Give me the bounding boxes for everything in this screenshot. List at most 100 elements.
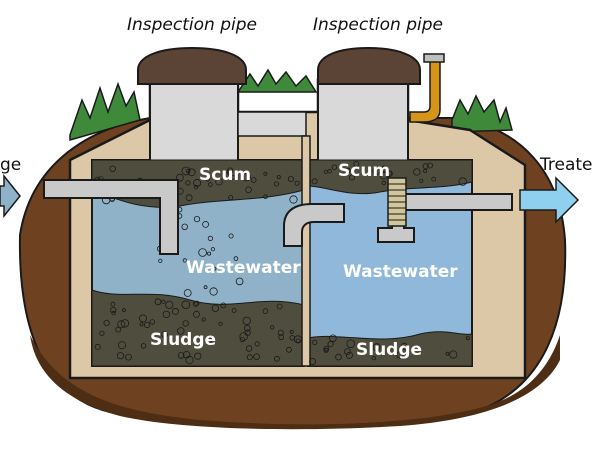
bubble xyxy=(276,303,283,310)
bubble xyxy=(294,180,300,186)
bubble xyxy=(175,173,184,182)
inlet-arrow-icon xyxy=(0,173,21,219)
bubble xyxy=(198,248,207,257)
bubble xyxy=(244,324,251,332)
bubble xyxy=(372,166,381,175)
middle-channel xyxy=(237,111,307,137)
bubble xyxy=(220,302,227,309)
bubble xyxy=(192,301,199,307)
outlet-arrow-icon xyxy=(519,176,580,224)
inspection-pipe-left-label: Inspection pipe xyxy=(127,15,257,35)
bubble xyxy=(276,174,281,179)
bubble xyxy=(245,186,252,194)
bubble xyxy=(344,167,351,174)
bubble xyxy=(329,334,337,343)
bubble xyxy=(231,308,237,313)
bubble xyxy=(427,162,434,169)
bubble xyxy=(289,195,298,204)
bubble xyxy=(396,351,404,359)
grass xyxy=(69,68,513,141)
vent-pipe xyxy=(409,59,441,123)
bubble xyxy=(185,194,193,202)
bubble xyxy=(162,310,171,319)
bubble xyxy=(194,300,200,306)
bubble xyxy=(465,336,470,341)
bubble xyxy=(353,160,360,167)
bubble xyxy=(239,336,245,343)
bubble xyxy=(193,178,202,187)
bubble xyxy=(245,345,253,352)
bubble xyxy=(122,308,126,313)
wastewater-right-label: Wastewater xyxy=(343,262,458,282)
bubble xyxy=(246,354,253,361)
bubble xyxy=(208,182,213,187)
bubble xyxy=(445,351,450,356)
bubble xyxy=(171,307,179,315)
bubble xyxy=(239,332,249,341)
bubble xyxy=(263,171,268,176)
bubble xyxy=(327,168,332,174)
bubble xyxy=(207,235,213,241)
bubble xyxy=(181,300,191,310)
bubble xyxy=(103,319,110,326)
bubble xyxy=(182,351,191,359)
inlet-pipe xyxy=(43,179,179,255)
bubble xyxy=(192,310,200,318)
bubble xyxy=(235,277,244,286)
right-riser xyxy=(317,79,409,165)
bubble xyxy=(109,165,116,172)
bubble xyxy=(253,353,260,361)
bubble xyxy=(386,170,393,178)
bubble xyxy=(193,184,199,190)
bubble xyxy=(120,319,130,328)
bubble xyxy=(209,287,218,296)
bubble xyxy=(431,176,437,182)
bubble xyxy=(201,317,206,322)
bubble xyxy=(348,174,355,181)
bubble xyxy=(372,343,381,352)
bubble xyxy=(161,299,166,304)
bubble xyxy=(143,321,151,329)
bubble xyxy=(194,352,202,360)
bubble xyxy=(273,355,280,362)
bubble xyxy=(94,343,101,350)
bubble xyxy=(139,314,147,323)
bubble xyxy=(140,343,147,349)
bubble xyxy=(210,247,215,252)
bubble xyxy=(205,176,210,182)
bubble xyxy=(218,321,223,326)
bubble xyxy=(202,220,210,228)
bubble xyxy=(165,300,174,309)
bubble xyxy=(277,329,284,336)
bubble xyxy=(289,329,294,334)
bubble xyxy=(161,331,168,338)
bubble xyxy=(295,338,301,344)
bubble xyxy=(286,346,292,353)
bubble xyxy=(250,177,257,183)
bubble xyxy=(254,341,260,347)
outlet-pipe xyxy=(377,193,513,243)
bubble xyxy=(206,337,213,344)
bubble xyxy=(422,163,429,170)
bubble xyxy=(270,325,275,330)
transfer-pipe xyxy=(283,203,345,247)
bubble xyxy=(181,166,191,176)
bubble xyxy=(177,352,185,359)
bubble xyxy=(413,168,421,176)
bubble xyxy=(177,327,185,335)
bubble xyxy=(242,316,251,326)
bubble xyxy=(110,306,117,314)
bubble xyxy=(110,301,116,307)
left-sludge-layer xyxy=(91,289,305,367)
bubble xyxy=(311,178,318,185)
bubble xyxy=(207,251,212,256)
bubble xyxy=(228,233,234,239)
bubble xyxy=(242,172,251,182)
outlet-label: Treate xyxy=(539,155,593,175)
bubble xyxy=(324,347,329,352)
bubble xyxy=(154,298,162,306)
sludge-right-label: Sludge xyxy=(356,340,422,360)
bubble xyxy=(262,308,269,314)
